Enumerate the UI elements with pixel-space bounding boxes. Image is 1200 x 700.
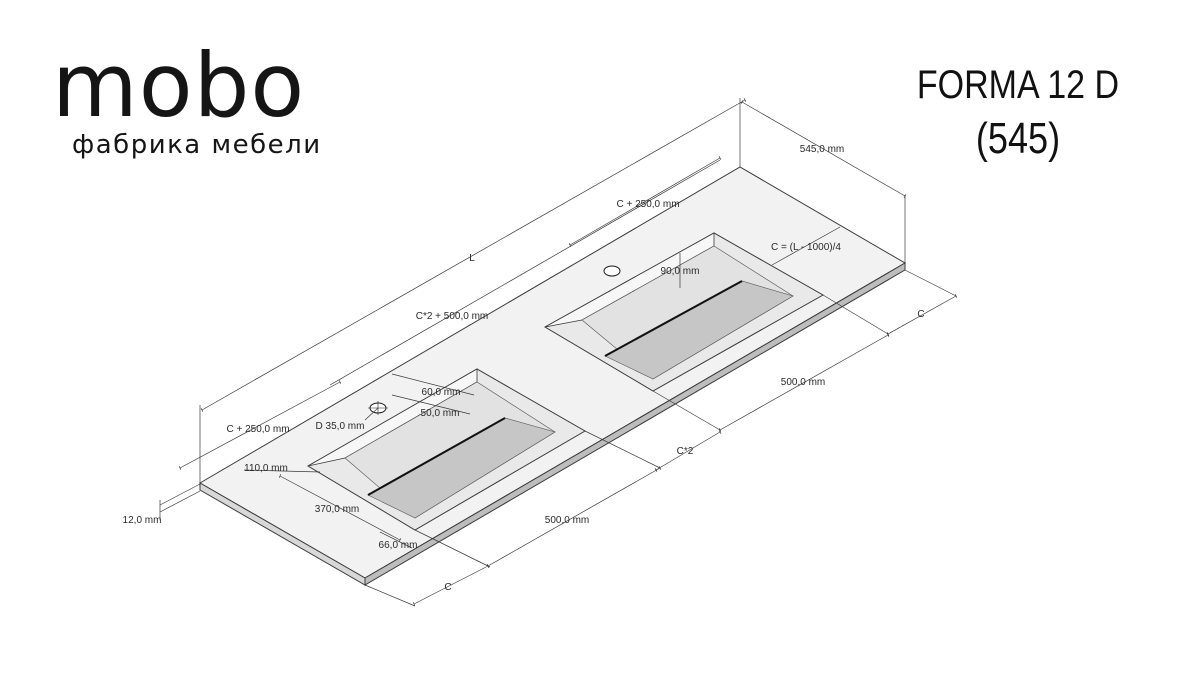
product-code: (545) xyxy=(975,114,1061,163)
product-name: FORMA 12 D xyxy=(916,63,1120,107)
dim-offset-60-label: 60,0 mm xyxy=(422,387,461,398)
dimension-lines xyxy=(159,98,958,607)
dim-bowl-length-right-label: 500,0 mm xyxy=(781,377,825,388)
dim-sink-depth-right-label: 90,0 mm xyxy=(661,266,700,277)
dim-thickness-label: 12,0 mm xyxy=(123,515,162,526)
dim-c-plus-250-left-label: C + 250,0 mm xyxy=(226,424,289,435)
dim-c-plus-250-top-label: C + 250,0 mm xyxy=(616,199,679,210)
dim-depth-label: 545,0 mm xyxy=(800,144,844,155)
dim-bowl-width-label: 370,0 mm xyxy=(315,504,359,515)
dim-sink-depth-left-label: 110,0 mm xyxy=(244,463,288,474)
faucet-hole-right xyxy=(603,265,621,277)
dim-front-gap-label: 66,0 mm xyxy=(379,540,418,551)
dim-length-label: L xyxy=(469,253,475,264)
dim-c-middle-label: C*2 xyxy=(677,446,694,457)
dim-bowl-length-front-label: 500,0 mm xyxy=(545,515,589,526)
dim-c-right-label: C xyxy=(917,309,924,320)
dimension-labels: 545,0 mm L C + 250,0 mm C = (L - 1000)/4… xyxy=(123,144,925,593)
dim-c-front-label: C xyxy=(444,582,451,593)
dim-c-formula-label: C = (L - 1000)/4 xyxy=(771,242,841,253)
dim-c2-plus-500-label: C*2 + 500,0 mm xyxy=(416,311,489,322)
dim-offset-50-label: 50,0 mm xyxy=(421,408,460,419)
dim-hole-diameter-label: D 35,0 mm xyxy=(316,421,365,432)
product-title-block: FORMA 12 D (545) xyxy=(888,62,1148,166)
